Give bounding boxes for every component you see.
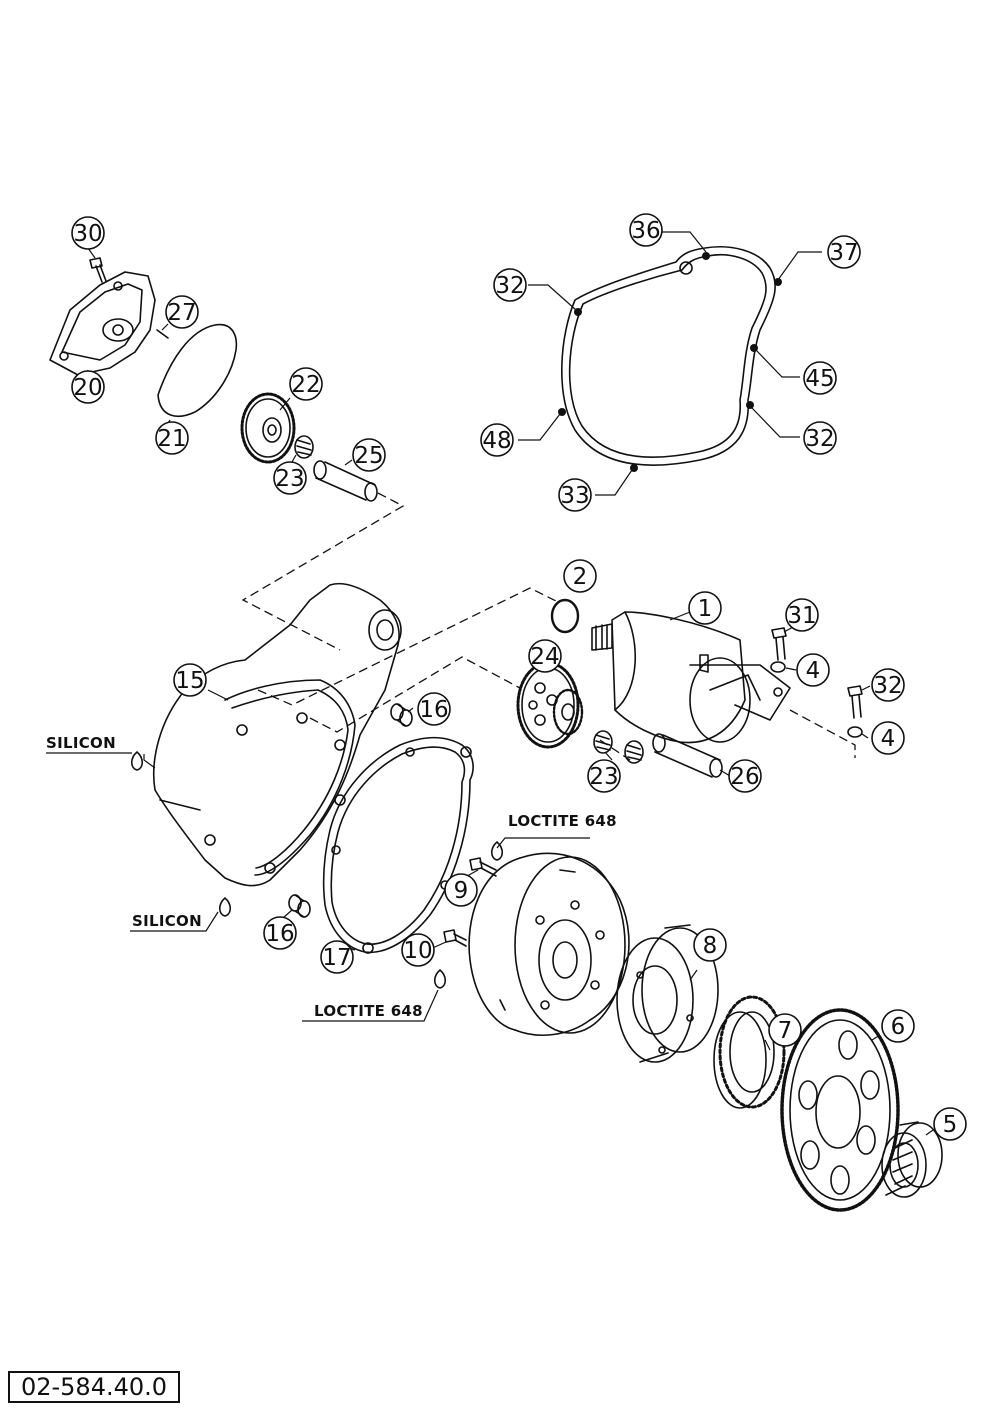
callout-number: 22 — [291, 372, 320, 398]
callout-number: 48 — [482, 428, 511, 454]
callout-number: 17 — [322, 945, 351, 971]
callout-number: 33 — [560, 483, 589, 509]
callout-number: 5 — [943, 1112, 958, 1138]
callout-number: 36 — [631, 218, 660, 244]
loctite-note-top: LOCTITE 648 — [508, 812, 617, 830]
screw-part — [89, 257, 107, 283]
loctite-note-bottom: LOCTITE 648 — [314, 1002, 423, 1020]
pump-gear-part — [240, 392, 296, 464]
loctite-drop-icon — [490, 841, 504, 861]
callout-number: 37 — [829, 240, 858, 266]
starter-motor-part — [591, 611, 791, 744]
screw-part — [469, 857, 497, 877]
ignition-gasket-part — [322, 736, 474, 954]
callout-number: 32 — [495, 273, 524, 299]
screw-part — [443, 929, 467, 947]
freewheel-part — [713, 995, 786, 1109]
screw-part — [771, 627, 787, 661]
silicon-note-top: SILICON — [46, 734, 116, 752]
callouts — [71, 213, 967, 1141]
callout-number: 30 — [73, 221, 102, 247]
leader-lines — [46, 231, 934, 1136]
callout-number: 7 — [778, 1018, 793, 1044]
callout-number: 32 — [805, 426, 834, 452]
callout-number: 10 — [403, 938, 432, 964]
loctite-drop-icon — [433, 969, 447, 989]
starter-oring-part — [550, 598, 580, 634]
callout-numbers: 30 27 20 21 22 23 25 36 37 32 45 32 48 3… — [73, 218, 957, 1138]
pump-cover-part — [49, 271, 156, 376]
callout-number: 6 — [891, 1014, 906, 1040]
needle-bearing-part — [294, 435, 314, 459]
starter-ring-gear-part — [780, 1008, 900, 1212]
rotor-part — [468, 852, 630, 1036]
callout-number: 2 — [573, 564, 588, 590]
sealant-drop-icon — [218, 897, 232, 917]
callout-number: 27 — [167, 300, 196, 326]
callout-number: 31 — [787, 603, 816, 629]
callout-number: 45 — [805, 366, 834, 392]
callout-number: 21 — [157, 426, 186, 452]
callout-number: 25 — [354, 443, 383, 469]
callout-number: 9 — [454, 878, 469, 904]
starter-gear-part — [516, 661, 584, 749]
callout-number: 4 — [881, 726, 896, 752]
washer-part — [847, 726, 863, 738]
callout-number: 23 — [275, 466, 304, 492]
oring-part — [157, 323, 238, 418]
callout-number: 15 — [175, 668, 204, 694]
screw-part — [847, 685, 863, 719]
cover-gasket-part — [561, 246, 776, 466]
needle-bearing-part — [593, 730, 644, 764]
callout-number: 8 — [703, 933, 718, 959]
ignition-cover-part — [152, 582, 402, 887]
dowel-part — [390, 703, 413, 727]
shaft-part — [313, 460, 378, 502]
callout-number: 16 — [419, 697, 448, 723]
callout-number: 26 — [730, 764, 759, 790]
assembly-lines — [241, 492, 856, 761]
pin-part — [156, 329, 169, 339]
silicon-note-bottom: SILICON — [132, 912, 202, 930]
washer-part — [770, 661, 786, 673]
dowel-part — [288, 894, 311, 918]
callout-number: 20 — [73, 375, 102, 401]
sealant-drop-icon — [130, 751, 144, 771]
freewheel-housing-part — [616, 924, 719, 1063]
needle-cage-part — [881, 1121, 943, 1198]
shaft-part — [652, 733, 723, 778]
callout-number: 32 — [873, 673, 902, 699]
callout-number: 16 — [265, 921, 294, 947]
callout-number: 24 — [530, 644, 559, 670]
callout-number: 4 — [806, 658, 821, 684]
diagram-code: 02-584.40.0 — [8, 1371, 180, 1403]
callout-number: 23 — [589, 764, 618, 790]
callout-number: 1 — [698, 596, 713, 622]
